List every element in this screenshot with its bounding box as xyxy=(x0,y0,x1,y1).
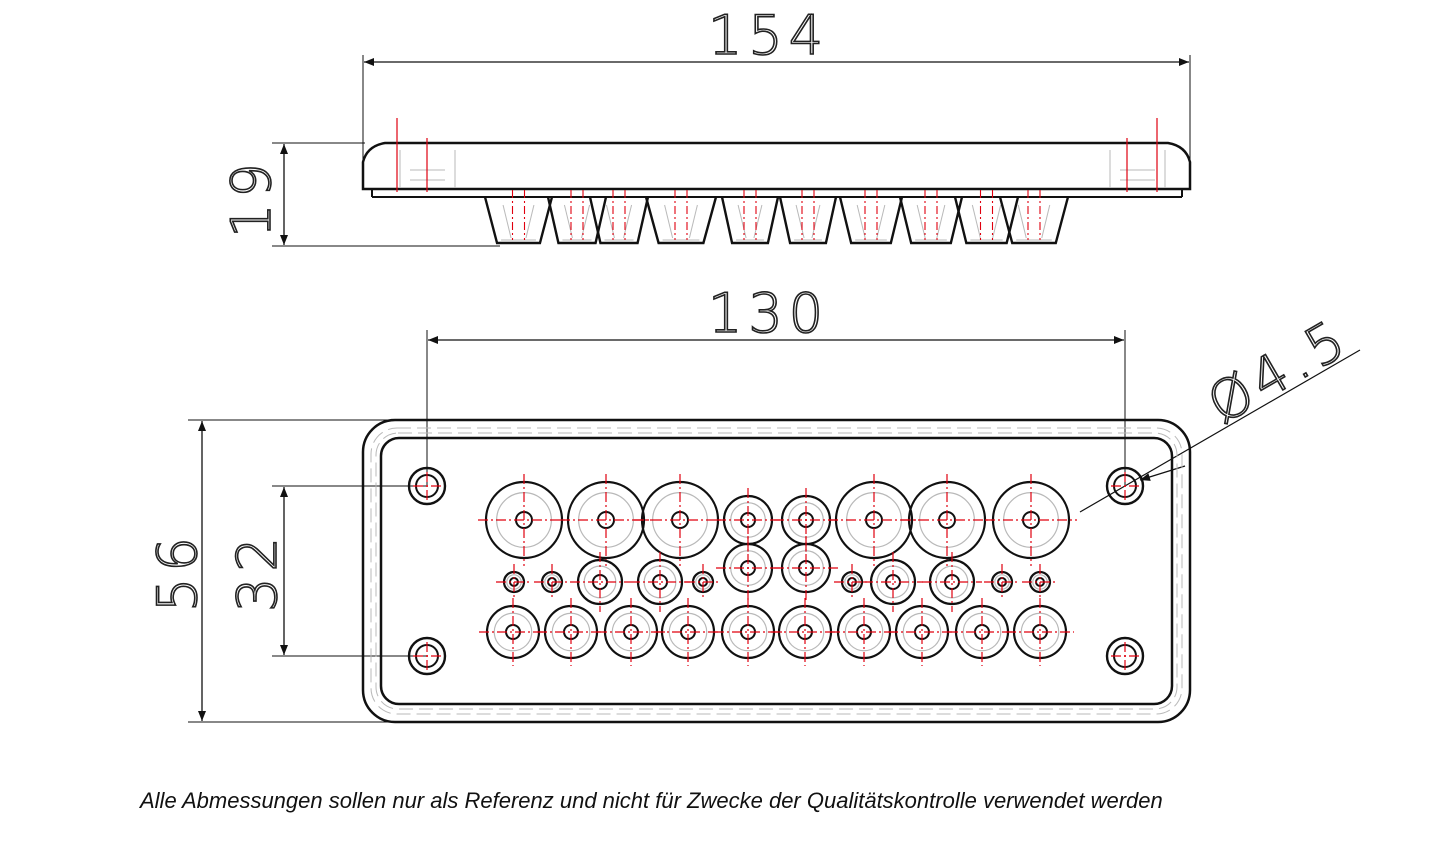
grommet-large xyxy=(478,474,570,566)
grommet-large xyxy=(560,474,652,566)
grommet-medium xyxy=(479,598,547,666)
grommet-cone xyxy=(898,190,964,245)
grommet-cone xyxy=(953,190,1020,245)
grommet-cone xyxy=(546,190,608,245)
frame-inner xyxy=(379,436,1174,706)
hole-spacing-x-label: 130 xyxy=(708,282,829,345)
length-dimension-label: 154 xyxy=(708,4,829,67)
disclaimer-note: Alle Abmessungen sollen nur als Referenz… xyxy=(140,788,1163,813)
grommet-medium xyxy=(537,598,605,666)
grommet-small xyxy=(834,564,870,600)
grommet-small xyxy=(1022,564,1058,600)
grommet-medium xyxy=(774,536,838,600)
mounting-hole xyxy=(407,466,447,506)
grommet-small xyxy=(534,564,570,600)
grommet-cone xyxy=(998,190,1070,245)
grommet-medium xyxy=(830,598,898,666)
grommet-small xyxy=(984,564,1020,600)
grommet-large xyxy=(985,474,1077,566)
mounting-holes xyxy=(407,466,1145,676)
height-dimension-label: 19 xyxy=(220,157,283,238)
grommet-holes xyxy=(478,474,1077,666)
side-view: 154 19 xyxy=(219,3,1192,247)
diameter-label: Ø4.5 xyxy=(1197,306,1360,437)
top-view: 130 56 32 Ø4.5 xyxy=(145,281,1361,724)
grommet-cone xyxy=(483,190,554,245)
hole-spacing-y-label: 32 xyxy=(226,531,289,612)
grommet-large xyxy=(634,474,726,566)
grommet-cone xyxy=(838,190,904,245)
grommet-cone xyxy=(644,190,718,245)
diameter-leader-line xyxy=(1079,349,1361,513)
grommet-medium xyxy=(888,598,956,666)
grommet-medium xyxy=(948,598,1016,666)
grommet-medium xyxy=(630,552,690,612)
frame-outer xyxy=(361,418,1192,724)
grommet-small xyxy=(685,564,721,600)
grommet-cone xyxy=(778,190,838,245)
grommet-medium xyxy=(716,536,780,600)
grommet-medium xyxy=(1006,598,1074,666)
grommet-medium xyxy=(922,552,982,612)
mounting-hole xyxy=(1105,466,1145,506)
grommet-small xyxy=(496,564,532,600)
grommet-large xyxy=(901,474,993,566)
side-view-grommets xyxy=(483,190,1070,245)
mounting-hole xyxy=(407,636,447,676)
grommet-cone xyxy=(720,190,780,245)
flange-profile xyxy=(361,141,1192,191)
width-dimension-label: 56 xyxy=(146,531,209,612)
grommet-medium xyxy=(863,552,923,612)
grommet-cone xyxy=(588,190,650,245)
mounting-hole xyxy=(1105,636,1145,676)
grommet-medium xyxy=(570,552,630,612)
